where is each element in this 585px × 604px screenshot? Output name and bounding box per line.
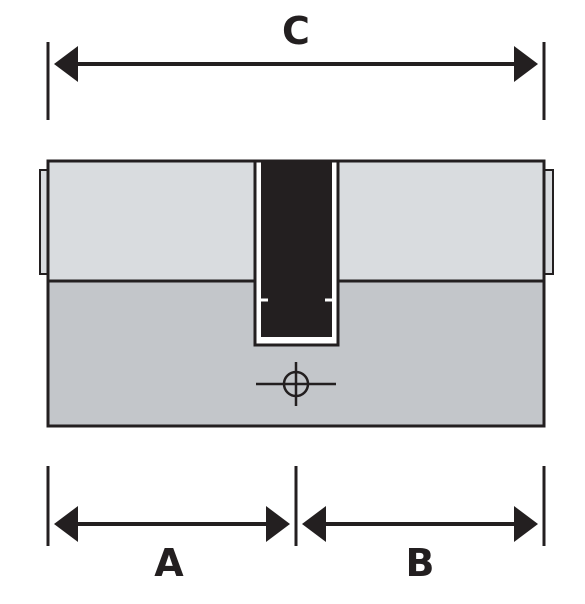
cam xyxy=(261,161,332,337)
arrowhead-a-left xyxy=(54,506,78,542)
arrowhead-c-left xyxy=(54,46,78,82)
fixing-screw-hole-icon xyxy=(256,362,336,406)
cylinder-body xyxy=(39,159,554,428)
label-c: C xyxy=(282,9,310,53)
arrowhead-b-left xyxy=(302,506,326,542)
arrowhead-c-right xyxy=(514,46,538,82)
dimension-b: B xyxy=(302,466,546,585)
arrowhead-a-right xyxy=(266,506,290,542)
label-b: B xyxy=(406,541,435,585)
left-plug xyxy=(46,159,257,283)
dimension-c: C xyxy=(46,9,546,120)
arrowhead-b-right xyxy=(514,506,538,542)
right-plug xyxy=(336,159,546,283)
label-a: A xyxy=(154,541,184,585)
dimension-a: A xyxy=(46,466,298,585)
